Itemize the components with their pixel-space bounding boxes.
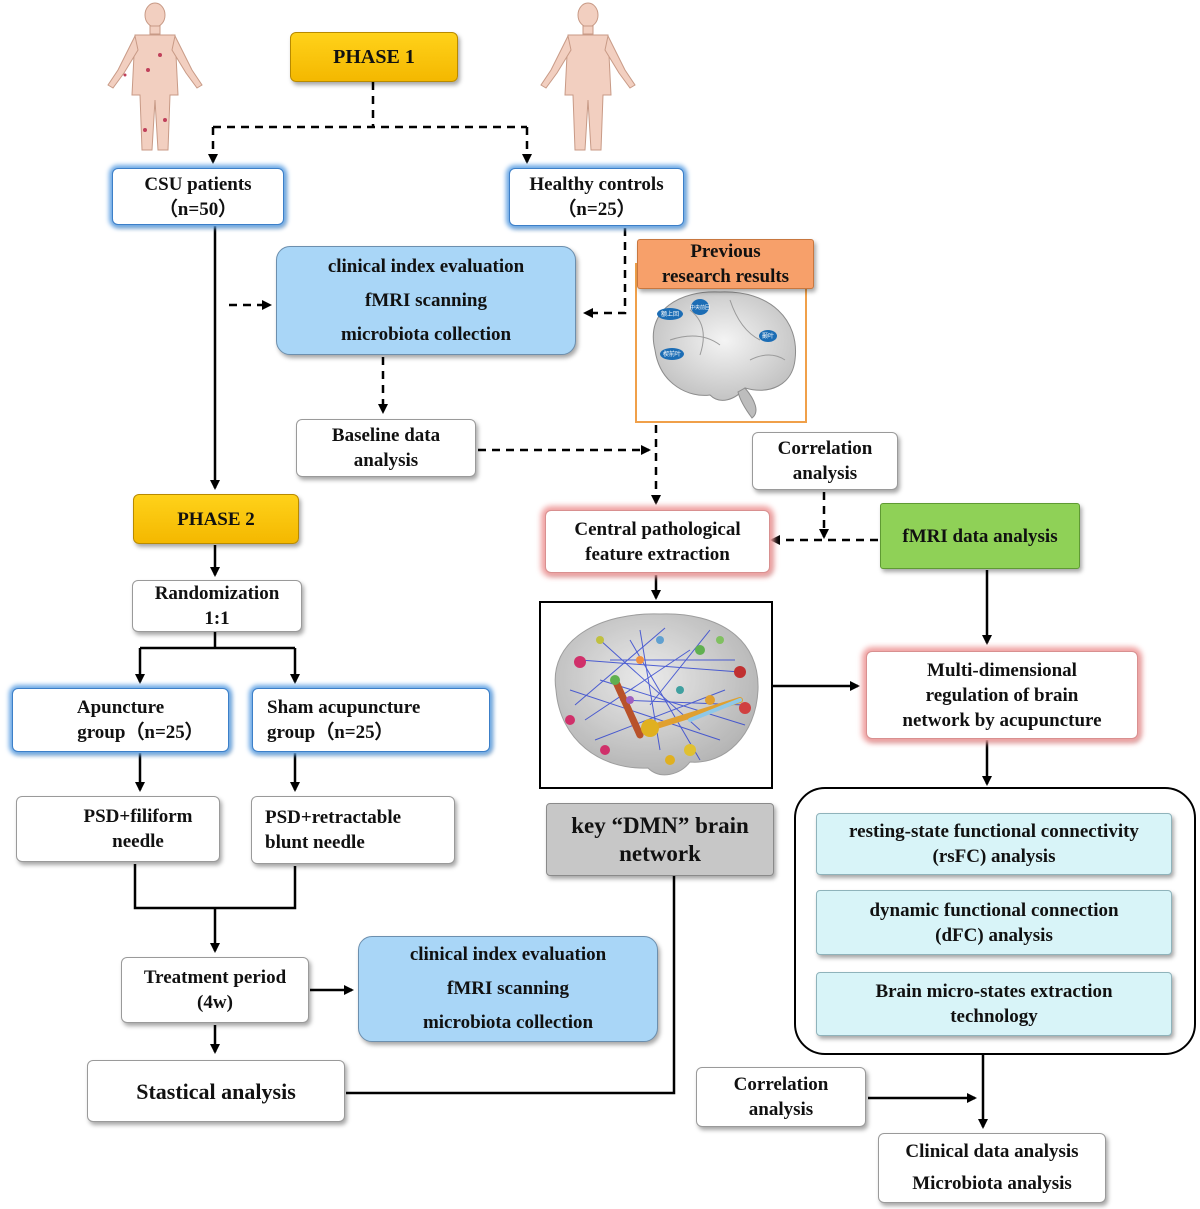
brain-network-image: [554, 613, 759, 776]
randomization-line-1: Randomization: [154, 583, 280, 604]
csu-patients-box: CSU patients （n=50）: [112, 168, 284, 225]
patient-body-figure: [107, 2, 203, 151]
collection2-item-2: fMRI scanning: [447, 978, 569, 999]
final-analysis-box: Clinical data analysis Microbiota analys…: [878, 1133, 1106, 1203]
central-feature-box: Central pathological feature extraction: [545, 510, 770, 573]
final-line-2: Microbiota analysis: [912, 1173, 1072, 1194]
central-line-1: Central pathological: [574, 518, 741, 540]
multi-dimensional-box: Multi-dimensional regulation of brain ne…: [866, 651, 1138, 739]
psd-blunt-box: PSD+retractable blunt needle: [251, 796, 455, 864]
sham-line-2: group（n=25）: [267, 722, 394, 743]
collection2-item-3: microbiota collection: [422, 1012, 594, 1033]
dfc-line-2: (dFC) analysis: [935, 924, 1053, 946]
brain-region-label-2: 中央前回: [690, 304, 710, 311]
correlation-top-line-1: Correlation: [777, 438, 873, 459]
psd-blunt-line-2: blunt needle: [265, 832, 365, 853]
baseline-collection-box: clinical index evaluation fMRI scanning …: [276, 246, 576, 355]
sham-line-1: Sham acupuncture: [267, 697, 421, 718]
rsfc-analysis-box: resting-state functional connectivity (r…: [816, 813, 1172, 875]
psd-filiform-box: PSD+filiform needle: [16, 796, 220, 862]
correlation-bottom-line-2: analysis: [748, 1099, 814, 1120]
correlation-analysis-top-box: Correlation analysis: [752, 432, 898, 490]
apuncture-line-2: group（n=25）: [77, 722, 204, 743]
dfc-line-1: dynamic functional connection: [869, 899, 1119, 921]
dmn-network-box: key “DMN” brain network: [546, 803, 774, 876]
baseline-line-2: analysis: [353, 450, 419, 471]
apuncture-line-1: Apuncture: [76, 697, 165, 718]
brain-region-label-3: 颞叶: [762, 332, 774, 340]
multi-line-3: network by acupuncture: [902, 709, 1102, 731]
randomization-line-2: 1:1: [204, 608, 230, 629]
healthy-controls-box: Healthy controls （n=25）: [509, 168, 684, 226]
previous-line-1: Previous: [690, 241, 761, 262]
brain-region-label-4: 楔前叶: [663, 350, 681, 358]
psd-filiform-line-1: PSD+filiform: [83, 806, 193, 827]
treatment-line-2: (4w): [197, 992, 233, 1013]
previous-line-2: research results: [661, 266, 790, 287]
collection1-item-2: fMRI scanning: [365, 289, 487, 311]
previous-brain-image: [652, 291, 797, 419]
multi-line-1: Multi-dimensional: [927, 659, 1077, 681]
apuncture-group-box: Apuncture group（n=25）: [12, 688, 229, 752]
post-treatment-collection-box: clinical index evaluation fMRI scanning …: [358, 936, 658, 1042]
collection1-item-3: microbiota collection: [340, 323, 512, 345]
phase2-label: PHASE 2: [177, 508, 255, 530]
rsfc-line-2: (rsFC) analysis: [932, 846, 1056, 867]
baseline-analysis-box: Baseline data analysis: [296, 419, 476, 477]
phase1-box: PHASE 1: [290, 32, 458, 82]
final-line-1: Clinical data analysis: [905, 1141, 1079, 1162]
multi-line-2: regulation of brain: [925, 684, 1079, 706]
fmri-analysis-label: fMRI data analysis: [902, 525, 1058, 547]
dmn-line-1: key “DMN” brain: [571, 812, 749, 838]
treatment-line-1: Treatment period: [143, 967, 287, 988]
phase2-box: PHASE 2: [133, 494, 299, 544]
randomization-box: Randomization 1:1: [132, 580, 302, 632]
healthy-label: Healthy controls: [529, 174, 664, 195]
treatment-period-box: Treatment period (4w): [121, 957, 309, 1023]
dmn-line-2: network: [619, 840, 701, 866]
correlation-bottom-line-1: Correlation: [733, 1074, 829, 1095]
psd-filiform-line-2: needle: [112, 831, 164, 852]
stastical-label: Stastical analysis: [136, 1078, 296, 1104]
csu-count: （n=50）: [158, 198, 238, 220]
collection1-item-1: clinical index evaluation: [327, 255, 525, 277]
rsfc-line-1: resting-state functional connectivity: [849, 821, 1139, 842]
psd-blunt-line-1: PSD+retractable: [265, 807, 402, 828]
csu-label: CSU patients: [144, 173, 252, 195]
connectors: [133, 82, 992, 1129]
healthy-body-figure: [540, 2, 636, 151]
microstates-line-2: technology: [950, 1006, 1038, 1027]
baseline-line-1: Baseline data: [331, 425, 441, 446]
healthy-count: （n=25）: [557, 199, 636, 220]
central-line-2: feature extraction: [585, 543, 730, 565]
fmri-analysis-box: fMRI data analysis: [880, 503, 1080, 569]
stastical-analysis-box: Stastical analysis: [87, 1060, 345, 1122]
correlation-top-line-2: analysis: [792, 463, 858, 484]
phase1-label: PHASE 1: [333, 45, 415, 68]
sham-group-box: Sham acupuncture group（n=25）: [252, 688, 490, 752]
correlation-analysis-bottom-box: Correlation analysis: [696, 1067, 866, 1127]
brain-region-label-1: 额上回: [661, 310, 679, 318]
previous-results-header: Previous research results: [637, 239, 814, 289]
microstates-line-1: Brain micro-states extraction: [875, 981, 1113, 1002]
microstates-box: Brain micro-states extraction technology: [816, 972, 1172, 1036]
collection2-item-1: clinical index evaluation: [409, 944, 607, 965]
dfc-analysis-box: dynamic functional connection (dFC) anal…: [816, 890, 1172, 955]
